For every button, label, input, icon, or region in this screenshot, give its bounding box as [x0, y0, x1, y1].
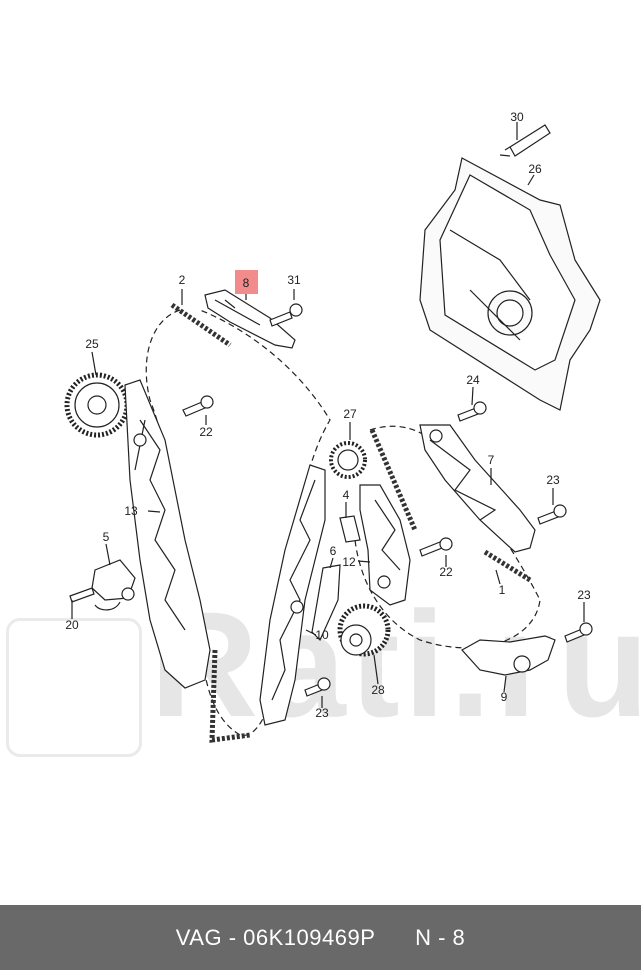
bolt-4 — [339, 515, 361, 543]
bolt-20 — [69, 587, 95, 603]
watermark-logo-box — [6, 618, 142, 757]
callout-23-right: 23 — [546, 473, 560, 487]
callout-8-highlight — [235, 270, 258, 294]
footer-reference: N - 8 — [415, 924, 466, 950]
callout-8: 8 — [243, 276, 250, 290]
guide-rail-13 — [124, 379, 211, 689]
callout-4: 4 — [343, 488, 350, 502]
callout-22-lower: 22 — [439, 565, 453, 579]
guide-rail-7 — [419, 424, 536, 553]
callout-1: 1 — [499, 583, 506, 597]
guide-rail-10 — [259, 464, 326, 726]
bolt-22-lower — [419, 541, 443, 557]
footer-gap — [375, 925, 415, 951]
callout-27: 27 — [343, 407, 357, 421]
callout-20: 20 — [65, 618, 79, 632]
footer-part-number: 06K109469P — [243, 924, 376, 950]
tensioner-rail-9 — [461, 635, 556, 676]
callout-13: 13 — [124, 504, 138, 518]
callout-31: 31 — [287, 273, 301, 287]
chain-path-left — [145, 309, 331, 736]
bolt-31 — [269, 311, 293, 327]
sealant-tube-30 — [509, 124, 551, 157]
callout-2: 2 — [179, 273, 186, 287]
callout-28: 28 — [371, 683, 385, 697]
callout-25: 25 — [85, 337, 99, 351]
callout-6: 6 — [330, 544, 337, 558]
callout-12: 12 — [342, 555, 356, 569]
pin-6 — [311, 564, 341, 642]
callout-10: 10 — [315, 628, 329, 642]
callout-26: 26 — [528, 162, 542, 176]
callout-23-lower-right: 23 — [577, 588, 591, 602]
footer-separator: - — [222, 924, 244, 950]
callout-22-upper: 22 — [199, 425, 213, 439]
callout-24: 24 — [466, 373, 480, 387]
watermark-text: Rati.ru — [150, 580, 641, 748]
callout-5: 5 — [103, 530, 110, 544]
part-number-footer: VAG - 06K109469P N - 8 — [0, 905, 641, 970]
chain-2 — [170, 302, 232, 348]
chain-upper-right — [369, 429, 418, 531]
callout-9: 9 — [501, 690, 508, 704]
footer-brand: VAG — [175, 924, 223, 950]
callout-7: 7 — [488, 453, 495, 467]
callout-23-mid: 23 — [315, 706, 329, 720]
chain-1 — [483, 549, 532, 583]
callout-30: 30 — [510, 110, 524, 124]
chain-bottom — [209, 649, 251, 743]
exploded-parts-diagram: 30 26 8 31 2 25 22 27 24 7 13 4 23 5 6 1… — [64, 110, 601, 743]
